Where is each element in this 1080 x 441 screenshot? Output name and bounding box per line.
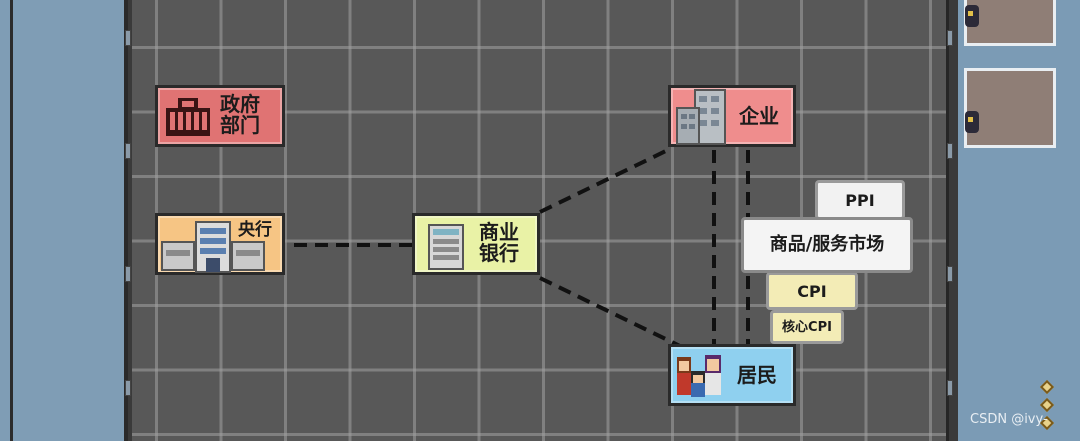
office-buildings-icon <box>676 89 726 145</box>
grid-frame-right <box>946 0 958 441</box>
character-icon <box>965 111 979 133</box>
node-enterprise[interactable]: 企业 <box>668 85 796 147</box>
node-enterprise-label: 企业 <box>739 104 779 128</box>
frame-tick <box>947 380 953 396</box>
core-cpi-tag[interactable]: 核心CPI <box>770 310 844 344</box>
left-panel-edge <box>10 0 13 441</box>
frame-tick <box>125 380 131 396</box>
node-government[interactable]: 政府 部门 <box>155 85 285 147</box>
node-commercial-bank-label: 商业 银行 <box>479 220 519 265</box>
node-central-bank-label: 央行 <box>238 220 272 240</box>
central-bank-building-icon <box>161 221 265 273</box>
frame-tick <box>125 30 131 46</box>
watermark: CSDN @ivy- <box>970 412 1048 427</box>
node-residents-label: 居民 <box>737 363 777 387</box>
frame-tick <box>947 266 953 282</box>
left-side-panel <box>0 0 128 441</box>
character-slot[interactable] <box>964 0 1056 46</box>
node-residents[interactable]: 居民 <box>668 344 796 406</box>
frame-tick <box>947 30 953 46</box>
family-people-icon <box>677 355 721 397</box>
frame-tick <box>125 266 131 282</box>
cpi-tag[interactable]: CPI <box>766 272 858 310</box>
bank-building-icon <box>428 224 464 270</box>
government-building-icon <box>166 98 210 136</box>
character-icon <box>965 5 979 27</box>
ppi-tag[interactable]: PPI <box>815 180 905 220</box>
frame-tick <box>947 143 953 159</box>
link-commercial-bank-residents <box>539 276 681 348</box>
frame-tick <box>125 143 131 159</box>
character-slot[interactable] <box>964 68 1056 148</box>
node-government-label: 政府 部门 <box>220 92 260 137</box>
node-commercial-bank[interactable]: 商业 银行 <box>412 213 540 275</box>
goods-services-market-tag[interactable]: 商品/服务市场 <box>741 217 913 273</box>
grid-frame-left <box>128 0 134 441</box>
node-central-bank[interactable]: 央行 <box>155 213 285 275</box>
link-commercial-bank-enterprise <box>539 146 673 214</box>
